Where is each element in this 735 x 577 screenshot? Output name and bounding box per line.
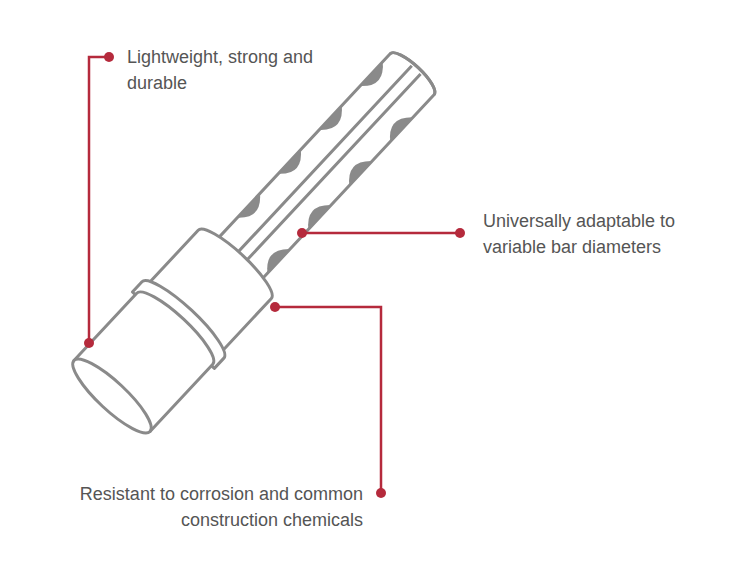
leader-line — [302, 232, 460, 235]
callout-label: Universally adaptable to variable bar di… — [483, 208, 728, 260]
rebar-cap — [61, 29, 459, 444]
callout-label: Resistant to corrosion and common constr… — [23, 481, 363, 533]
base-cylinder — [74, 284, 222, 432]
leader-dot — [376, 488, 386, 498]
leader-dot — [297, 228, 307, 238]
leader-dot — [104, 52, 114, 62]
leader-dot — [84, 338, 94, 348]
flutes — [222, 60, 428, 274]
leader-dot — [270, 302, 280, 312]
callout-label: Lightweight, strong and durable — [127, 44, 327, 96]
leader-line — [275, 307, 381, 493]
fluted-stem — [211, 47, 440, 286]
open-end — [64, 350, 159, 441]
leader-line — [89, 57, 109, 343]
leader-lines — [89, 57, 460, 493]
leader-dots — [84, 52, 465, 498]
leader-dot — [455, 228, 465, 238]
slot — [234, 66, 420, 264]
